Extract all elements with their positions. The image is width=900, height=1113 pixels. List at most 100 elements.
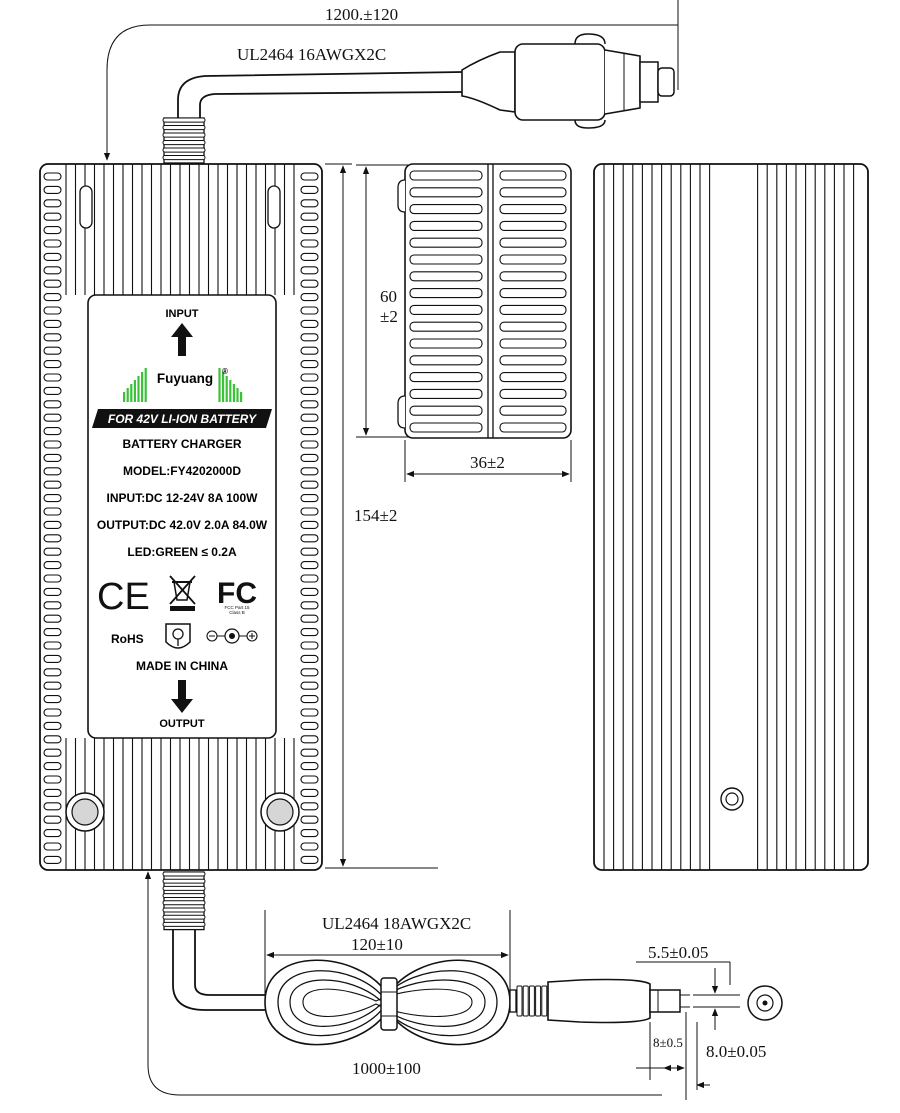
input-cable-length-dim: [103, 0, 679, 161]
side-slat: [409, 355, 483, 366]
plug-length-label: 8±0.5: [653, 1035, 683, 1050]
side-fin: [300, 788, 319, 797]
input-cable-length-label: 1200.±120: [325, 5, 398, 24]
top-ribs: [65, 164, 295, 295]
strain-ring: [162, 125, 206, 131]
side-slat: [409, 271, 483, 282]
side-fin: [43, 735, 62, 744]
side-fin: [43, 360, 62, 369]
strain-ring: [162, 900, 206, 906]
side-width-dim: [404, 440, 572, 482]
side-fin: [300, 855, 319, 864]
side-fin: [43, 453, 62, 462]
input-strain-relief: [162, 117, 206, 164]
top-right-slot: [267, 185, 281, 229]
strain-ring: [162, 117, 206, 123]
side-slat: [499, 304, 567, 315]
side-slat: [499, 338, 567, 349]
side-fin: [43, 534, 62, 543]
plug-outer-dia-dim: [636, 961, 740, 1030]
cable-tie: [380, 977, 398, 1031]
side-fin: [300, 212, 319, 221]
brand-bar: [144, 368, 147, 402]
side-fin: [300, 748, 319, 757]
side-fin: [43, 587, 62, 596]
side-slat: [499, 254, 567, 265]
right-side-fins: [300, 172, 319, 864]
product-name: BATTERY CHARGER: [122, 437, 241, 451]
side-fin: [300, 628, 319, 637]
dc-plug: [509, 978, 690, 1024]
side-fin: [43, 306, 62, 315]
side-height-dim: [356, 164, 410, 438]
side-slat: [409, 304, 483, 315]
strain-ring: [162, 893, 206, 899]
brand-bar: [236, 388, 239, 402]
strain-ring: [162, 907, 206, 913]
side-fin: [43, 413, 62, 422]
charger-back-view: [593, 163, 869, 871]
input-label: INPUT: [166, 308, 199, 320]
side-height-tol-label: ±2: [380, 307, 398, 326]
side-fin: [300, 440, 319, 449]
side-slat: [499, 170, 567, 181]
side-fin: [43, 319, 62, 328]
side-fin: [300, 520, 319, 529]
side-fin: [300, 721, 319, 730]
side-height-label: 60: [380, 287, 397, 306]
side-fin: [300, 427, 319, 436]
polarity-symbol-icon: [206, 628, 258, 644]
input-arrow-icon: [171, 323, 193, 356]
strain-ring: [162, 914, 206, 920]
output-cable: [162, 871, 265, 1011]
side-slat: [409, 254, 483, 265]
side-fin: [43, 252, 62, 261]
side-fin: [43, 815, 62, 824]
side-fin: [43, 226, 62, 235]
brand-bar: [240, 392, 243, 402]
side-fin: [300, 333, 319, 342]
side-slat: [409, 237, 483, 248]
fcc-mark-icon: FC: [217, 577, 257, 610]
side-fin: [300, 574, 319, 583]
side-fin: [300, 453, 319, 462]
side-fin: [300, 695, 319, 704]
plug-sleeve-dia-label: 8.0±0.05: [706, 1042, 766, 1061]
coil-length-label: 120±10: [351, 935, 403, 954]
side-fin: [43, 346, 62, 355]
side-slat: [499, 288, 567, 299]
input-cable: [162, 71, 463, 164]
side-fin: [43, 480, 62, 489]
side-fin: [300, 708, 319, 717]
side-slat: [409, 288, 483, 299]
side-slat: [409, 170, 483, 181]
side-fin: [43, 373, 62, 382]
side-fin: [300, 346, 319, 355]
side-slat: [409, 405, 483, 416]
side-fin: [43, 628, 62, 637]
side-fin: [300, 561, 319, 570]
side-slat: [499, 422, 567, 433]
side-fin: [43, 547, 62, 556]
side-fin: [300, 467, 319, 476]
output-cable-coil: [264, 959, 511, 1046]
side-fin: [43, 400, 62, 409]
plug-ring: [528, 985, 535, 1017]
side-slat: [499, 237, 567, 248]
strain-ring: [162, 155, 206, 161]
back-screw-hole: [720, 787, 744, 811]
side-fin: [43, 386, 62, 395]
safety-shield-icon: [165, 623, 191, 649]
led-text: LED:GREEN ≤ 0.2A: [127, 545, 237, 559]
side-fin: [43, 199, 62, 208]
side-fin: [43, 668, 62, 677]
banner-text: FOR 42V LI-ION BATTERY: [108, 412, 257, 426]
side-fin: [43, 279, 62, 288]
brand-bar: [133, 380, 136, 402]
fcc-note-1: FCC Part 15: [224, 605, 250, 610]
side-fin: [43, 239, 62, 248]
brand-bar: [137, 376, 140, 402]
side-fin: [43, 266, 62, 275]
coil-length-dim: [264, 910, 511, 995]
bottom-left-screw: [65, 792, 105, 832]
